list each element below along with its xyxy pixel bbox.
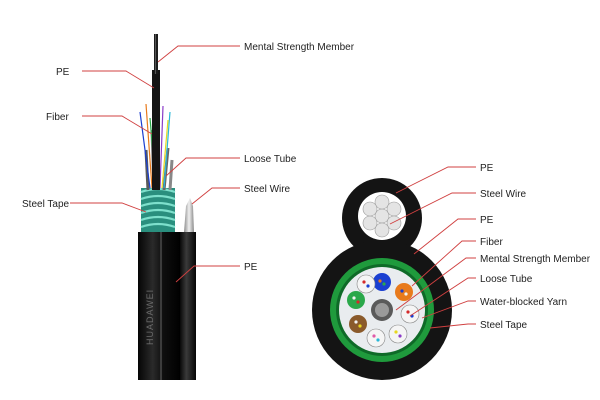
label-steel-wire: Steel Wire bbox=[244, 184, 291, 195]
central-member-pe bbox=[152, 70, 160, 190]
cross-label-pe-1: PE bbox=[480, 163, 494, 174]
cross-leaders bbox=[389, 166, 476, 329]
cross-label-loose-tube: Loose Tube bbox=[480, 274, 533, 285]
label-pe-bottom: PE bbox=[244, 262, 258, 273]
central-member-core bbox=[375, 303, 389, 317]
exposed-steel-wire bbox=[184, 198, 194, 232]
label-pe-top: PE bbox=[56, 67, 70, 78]
jacket-highlight bbox=[160, 232, 162, 380]
steel-wire-bundle bbox=[358, 192, 406, 240]
messenger-jacket bbox=[180, 232, 196, 380]
cross-label-mental-strength-member: Mental Strength Member bbox=[480, 254, 591, 265]
loose-tubes-cross bbox=[347, 273, 420, 348]
cross-label-pe-2: PE bbox=[480, 215, 494, 226]
member-highlight bbox=[155, 34, 156, 74]
cross-label-steel-tape: Steel Tape bbox=[480, 320, 528, 331]
cross-label-fiber: Fiber bbox=[480, 237, 503, 248]
jacket-print: HUADAWEI bbox=[145, 289, 155, 345]
side-leaders bbox=[70, 45, 240, 283]
label-mental-strength-member: Mental Strength Member bbox=[244, 42, 355, 53]
side-view-cable: HUADAWEI bbox=[138, 34, 196, 380]
label-steel-tape: Steel Tape bbox=[22, 199, 70, 210]
fibers-cross bbox=[352, 279, 414, 342]
cross-labels: PE Steel Wire PE Fiber Mental Strength M… bbox=[480, 163, 591, 331]
side-labels: Mental Strength Member PE Fiber Loose Tu… bbox=[22, 42, 355, 273]
label-fiber: Fiber bbox=[46, 112, 69, 123]
steel-tape-side bbox=[140, 187, 176, 232]
main-pe-jacket bbox=[138, 232, 180, 380]
cross-label-water-blocked-yarn: Water-blocked Yarn bbox=[480, 297, 567, 308]
cross-label-steel-wire: Steel Wire bbox=[480, 189, 527, 200]
cross-section bbox=[312, 178, 452, 380]
label-loose-tube: Loose Tube bbox=[244, 154, 297, 165]
